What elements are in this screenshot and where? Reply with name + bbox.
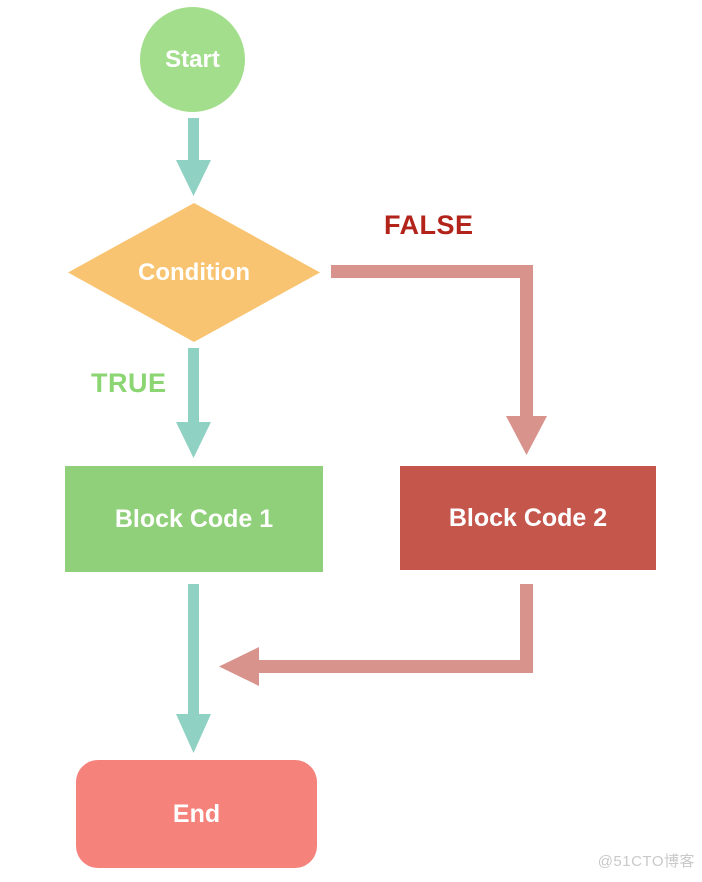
arrow-block1-to-end — [176, 584, 211, 753]
node-block2-label: Block Code 2 — [448, 503, 608, 532]
watermark: @51CTO博客 — [597, 853, 695, 870]
arrow-head-left-icon — [219, 647, 259, 686]
arrow-head-down-icon — [176, 160, 211, 196]
edge-label-true: TRUE — [91, 368, 167, 398]
node-end-label: End — [172, 799, 221, 828]
node-block1-label: Block Code 1 — [114, 504, 274, 533]
node-block-code-2: Block Code 2 — [400, 466, 656, 570]
arrow-block2-to-merge — [219, 584, 533, 686]
arrow-condition-to-block1 — [176, 348, 211, 458]
edge-label-false: FALSE — [384, 210, 474, 240]
arrow-shaft — [331, 265, 533, 278]
arrow-head-down-icon — [506, 416, 547, 455]
node-start-label: Start — [165, 45, 220, 73]
arrow-start-to-condition — [176, 118, 211, 196]
arrow-shaft — [188, 348, 199, 424]
node-start: Start — [140, 7, 245, 112]
node-end: End — [76, 760, 317, 868]
arrow-head-down-icon — [176, 422, 211, 458]
arrow-shaft — [188, 118, 199, 162]
arrow-shaft — [258, 660, 533, 673]
node-block-code-1: Block Code 1 — [65, 466, 323, 572]
arrow-head-down-icon — [176, 714, 211, 753]
arrow-shaft — [520, 265, 533, 418]
arrow-shaft — [188, 584, 199, 716]
arrow-condition-to-block2 — [331, 265, 547, 455]
node-condition: Condition — [68, 203, 320, 342]
arrow-shaft — [520, 584, 533, 673]
node-condition-label: Condition — [138, 258, 250, 286]
